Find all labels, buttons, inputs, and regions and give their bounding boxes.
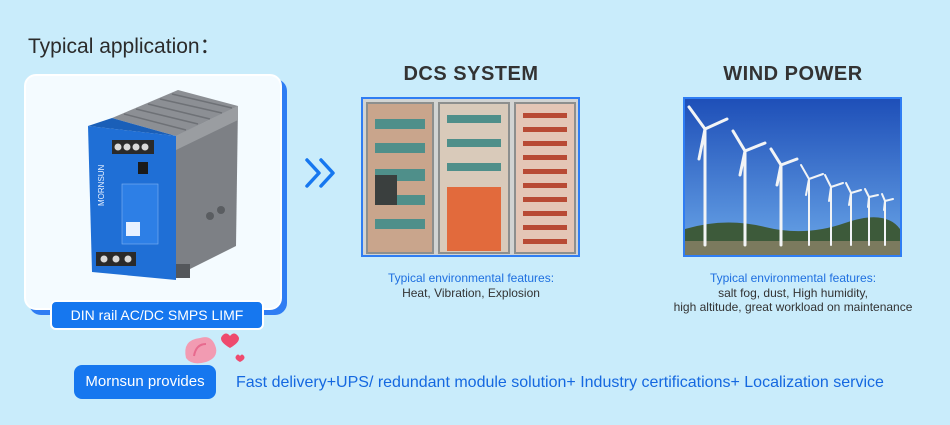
provider-badge: Mornsun provides bbox=[74, 365, 216, 399]
wind-features-line-1: salt fog, dust, High humidity, bbox=[718, 286, 868, 300]
double-chevron-right-icon bbox=[305, 158, 335, 188]
wind-features-line-2: high altitude, great workload on mainten… bbox=[673, 300, 913, 314]
dcs-photo bbox=[361, 97, 580, 257]
dcs-title: DCS SYSTEM bbox=[403, 63, 539, 85]
wind-photo bbox=[683, 97, 902, 257]
dcs-features-title: Typical environmental features: bbox=[387, 271, 555, 285]
brand-mark: MORNSUN bbox=[97, 164, 106, 206]
page-heading: Typical application： bbox=[28, 35, 221, 58]
wind-title: WIND POWER bbox=[723, 63, 863, 85]
product-label: DIN rail AC/DC SMPS LIMF bbox=[50, 300, 264, 330]
services-text: Fast delivery+UPS/ redundant module solu… bbox=[236, 374, 884, 391]
product-card: MORNSUN bbox=[24, 74, 282, 310]
power-supply-image: MORNSUN bbox=[88, 90, 238, 280]
wind-features-title: Typical environmental features: bbox=[709, 271, 877, 285]
dcs-features-text: Heat, Vibration, Explosion bbox=[402, 286, 540, 300]
heart-hand-icon bbox=[185, 333, 245, 364]
